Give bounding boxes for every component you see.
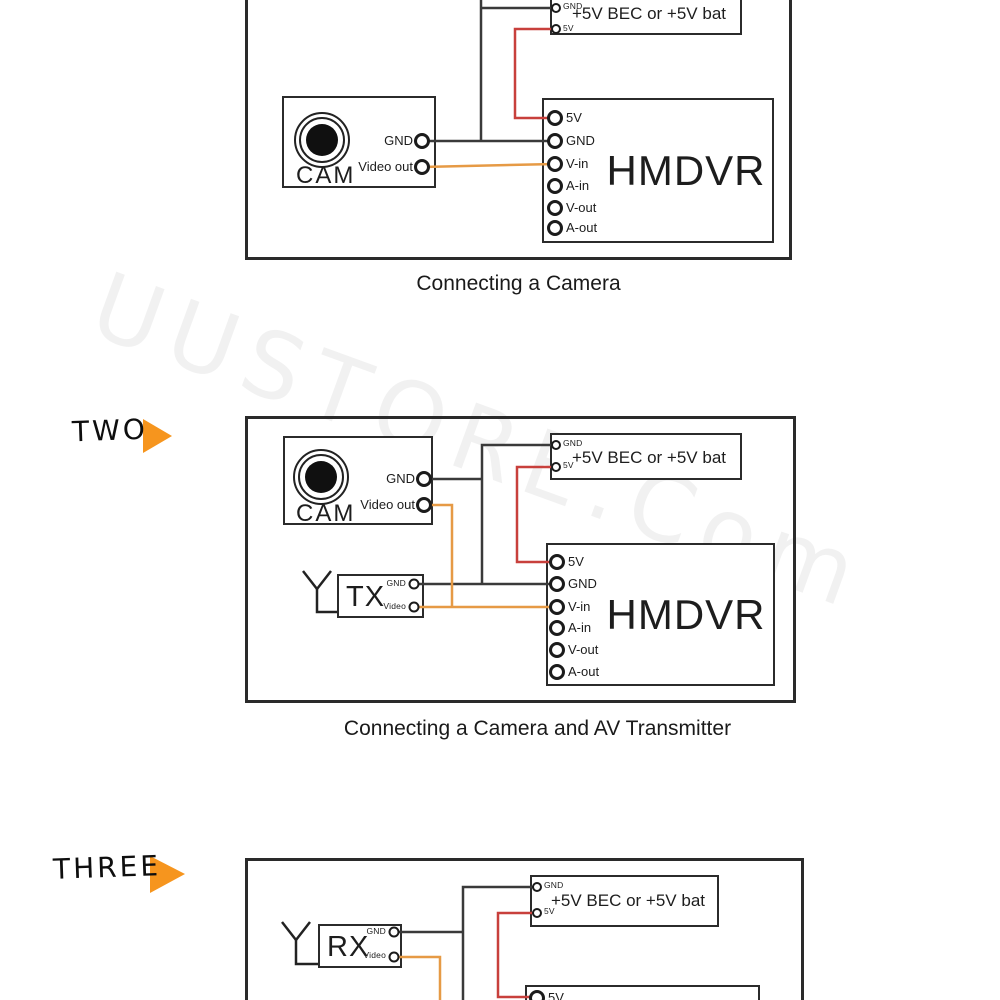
power-5v-pin [551,24,561,34]
dvr-pin-label: A-out [568,664,600,679]
tx-video-pin [408,601,420,613]
camera-gnd-label: GND [386,471,415,486]
power-label: +5V BEC or +5V bat [571,448,727,467]
camera-lens-icon [293,449,349,505]
tx-video-label: Video [383,601,406,611]
section2-power-box [550,433,742,480]
camera-label: CAM [296,500,356,527]
section3-power-box [530,875,719,927]
dvr-pin-label: V-out [568,642,599,657]
camera-gnd-label: GND [384,133,413,148]
dvr-pin-label: A-in [568,620,592,635]
tx-gnd-pin [408,578,420,590]
section3-outer-frame [245,858,804,1000]
step-three-label: THREE [52,849,162,886]
rx-label: RX [327,931,370,963]
power-5v-label: 5V [563,23,574,33]
section2-outer-frame [245,416,796,703]
tx-gnd-label: GND [386,578,406,588]
camera-label: CAM [296,162,356,189]
dvr-pin-label: V-out [566,200,597,215]
power-label: +5V BEC or +5V bat [550,891,706,910]
power-5v-label: 5V [544,906,555,916]
dvr-v-in-pin [549,599,565,615]
section2-dvr-box [546,543,775,686]
dvr-pin-label: 5V [568,554,584,569]
step-two-label: TWO [71,412,149,449]
camera-video-out-label: Video out [358,159,413,174]
rx-gnd-label: GND [366,926,386,936]
power-gnd-pin [532,882,542,892]
camera-video-out-label: Video out [360,497,415,512]
dvr-label: HMDVR [606,147,766,194]
dvr-pin-label: V-in [568,599,591,614]
camera-lens-ring [299,117,345,163]
camera-gnd-pin [416,471,432,487]
section1-outer-frame [245,0,792,260]
camera-lens-ring [298,454,344,500]
power-5v-pin [532,908,542,918]
section1-dvr-box [542,98,774,243]
dvr-5v-pin [529,990,545,1000]
dvr-a-in-pin [549,620,565,636]
dvr-pin-label: 5V [548,990,564,1000]
camera-lens-core [305,461,337,493]
power-label: +5V BEC or +5V bat [571,4,727,23]
dvr-pin-label: A-out [566,220,598,235]
rx-video-label: Video [363,950,386,960]
dvr-5v-pin [547,110,563,126]
power-gnd-label: GND [544,880,564,890]
power-gnd-label: GND [563,438,583,448]
camera-gnd-pin [414,133,430,149]
dvr-v-out-pin [549,642,565,658]
dvr-a-out-pin [549,664,565,680]
power-gnd-label: GND [563,1,583,11]
dvr-pin-label: V-in [566,156,589,171]
dvr-pin-label: GND [568,576,597,591]
section3-rx-box [318,924,402,968]
power-5v-label: 5V [563,460,574,470]
dvr-v-out-pin [547,200,563,216]
dvr-pin-label: A-in [566,178,590,193]
rx-video-pin [388,951,400,963]
camera-video-pin [414,159,430,175]
dvr-a-in-pin [547,178,563,194]
dvr-gnd-pin [549,576,565,592]
dvr-pin-label: GND [566,133,595,148]
camera-video-pin [416,497,432,513]
dvr-label: HMDVR [606,591,766,638]
section1-power-box [550,0,742,35]
dvr-5v-pin [549,554,565,570]
dvr-v-in-pin [547,156,563,172]
rx-gnd-pin [388,926,400,938]
tx-label: TX [346,581,386,613]
camera-lens-core [306,124,338,156]
section2-caption: Connecting a Camera and AV Transmitter [343,717,732,740]
section1-caption: Connecting a Camera [416,272,621,295]
dvr-gnd-pin [547,133,563,149]
camera-lens-icon [294,112,350,168]
dvr-a-out-pin [547,220,563,236]
dvr-pin-label: 5V [566,110,582,125]
